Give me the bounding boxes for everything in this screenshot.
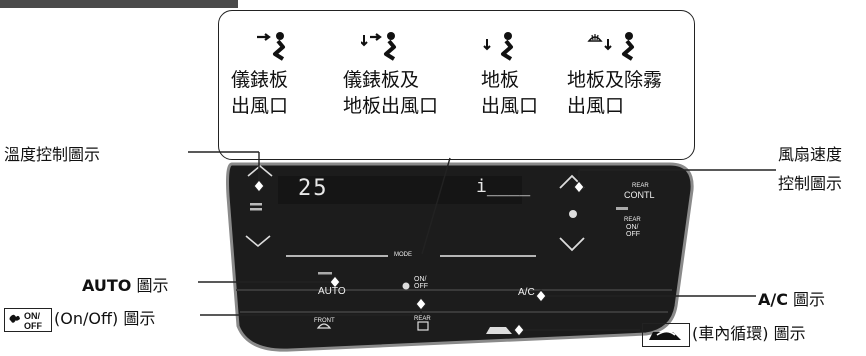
floor-defrost-vent-icon — [587, 32, 634, 61]
onoff-bottom: OFF — [414, 283, 428, 290]
ac-callout-rest: 圖示 — [787, 290, 826, 309]
rear-onoff-1: REAR — [624, 217, 641, 223]
temp-callout-label: 溫度控制圖示 — [4, 145, 101, 164]
rear-defrost-label[interactable]: REAR — [414, 316, 431, 322]
bilevel-vent-icon — [361, 32, 396, 61]
top-bar — [0, 0, 238, 8]
fan-callout-line2: 控制圖示 — [778, 174, 843, 193]
floor-vent-icon — [483, 32, 513, 61]
mode-button-label[interactable]: MODE — [394, 252, 412, 258]
recirc-callout-text: (車內循環) 圖示 — [692, 324, 806, 343]
temperature-display: 25 — [298, 176, 329, 201]
rear-contl-top: REAR — [632, 183, 649, 189]
mode-label-floor-defrost: 地板及除霧 出風口 — [567, 69, 663, 117]
mode-label-floor: 地板 出風口 — [481, 69, 539, 117]
ac-callout-bold: A/C — [758, 290, 788, 309]
rear-contl-bottom[interactable]: CONTL — [624, 190, 655, 200]
mode-label-dash: 儀錶板 出風口 — [231, 69, 289, 117]
rear-onoff-2: ON/ — [626, 224, 639, 231]
ac-button-label[interactable]: A/C — [518, 287, 535, 298]
mode-label-dash-floor: 儀錶板及 地板出風口 — [343, 69, 439, 117]
fan-callout-line1: 風扇速度 — [778, 145, 843, 164]
onoff-icon: ON/ OFF — [4, 307, 52, 332]
ac-callout-label: A/C 圖示 — [758, 286, 825, 310]
mode-callout: 儀錶板 出風口 儀錶板及 地板出風口 地板 出風口 地板及除霧 出風口 — [218, 10, 695, 160]
fan-level-display: i____ — [476, 176, 531, 197]
onoff-top: ON/ — [414, 276, 427, 283]
auto-button-label[interactable]: AUTO — [318, 286, 346, 297]
rear-onoff-3[interactable]: OFF — [626, 231, 640, 238]
front-defrost-label[interactable]: FRONT — [314, 318, 335, 324]
onoff-callout-label: ON/ OFF (On/Off) 圖示 — [4, 305, 155, 332]
svg-text:OFF: OFF — [24, 321, 42, 331]
auto-callout-bold: AUTO — [82, 276, 132, 295]
recirculation-icon — [642, 322, 690, 347]
auto-callout-rest: 圖示 — [131, 276, 169, 295]
svg-text:ON/: ON/ — [24, 311, 41, 321]
onoff-callout-text: (On/Off) 圖示 — [54, 309, 156, 328]
auto-callout-label: AUTO 圖示 — [82, 272, 169, 296]
face-vent-icon — [257, 32, 285, 61]
recirc-callout-label: (車內循環) 圖示 — [642, 320, 806, 347]
